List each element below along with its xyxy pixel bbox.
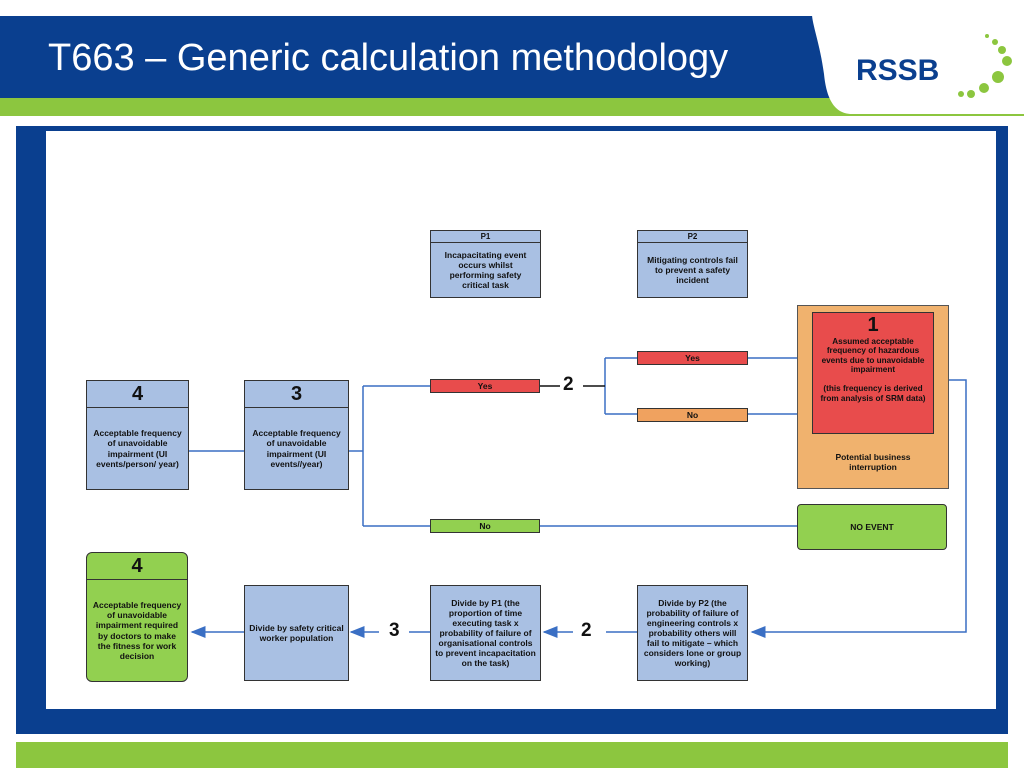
footer-accent-bar (16, 742, 1008, 768)
box1-number: 1 (867, 314, 879, 336)
p1-box: P1 Incapacitating event occurs whilst pe… (430, 230, 541, 298)
box4-bottom-number: 4 (87, 553, 187, 580)
p2-body: Mitigating controls fail to prevent a sa… (647, 255, 738, 286)
divide-population-box: Divide by safety critical worker populat… (244, 585, 349, 681)
divide-p1-box: Divide by P1 (the proportion of time exe… (430, 585, 541, 681)
box4-top: 4 Acceptable frequency of unavoidable im… (86, 380, 189, 490)
box4-top-number: 4 (87, 381, 188, 408)
rssb-logo: RSSB (812, 14, 1024, 114)
yes-bar-left: Yes (430, 379, 540, 393)
yes-bar-right: Yes (637, 351, 748, 365)
no-event-box: NO EVENT (797, 504, 947, 550)
box1-footer: Potential business interruption (835, 452, 911, 473)
header-accent-bar (0, 98, 1024, 116)
divide-p2-box: Divide by P2 (the probability of failure… (637, 585, 748, 681)
no-event-label: NO EVENT (850, 521, 894, 532)
box3: 3 Acceptable frequency of unavoidable im… (244, 380, 349, 490)
no-bar-right: No (637, 408, 748, 422)
box4-bottom: 4 Acceptable frequency of unavoidable im… (86, 552, 188, 682)
box1-inner: 1 Assumed acceptable frequency of hazard… (812, 312, 934, 434)
box4-bottom-body: Acceptable frequency of unavoidable impa… (92, 600, 182, 661)
box1-container: 1 Assumed acceptable frequency of hazard… (797, 305, 949, 489)
p1-body: Incapacitating event occurs whilst perfo… (444, 250, 527, 291)
no-bar-left: No (430, 519, 540, 533)
logo-text: RSSB (856, 54, 939, 87)
divide-population-text: Divide by safety critical worker populat… (249, 622, 344, 643)
divide-p2-text: Divide by P2 (the probability of failure… (643, 597, 742, 669)
box3-number: 3 (245, 381, 348, 408)
p1-head: P1 (431, 231, 540, 244)
step-3-bottom: 3 (388, 620, 401, 641)
slide-title: T663 – Generic calculation methodology (48, 37, 729, 79)
divide-p1-text: Divide by P1 (the proportion of time exe… (435, 597, 536, 669)
step-2-bottom: 2 (580, 620, 593, 641)
box3-body: Acceptable frequency of unavoidable impa… (252, 428, 341, 469)
box1-body: Assumed acceptable frequency of hazardou… (820, 337, 926, 403)
p2-box: P2 Mitigating controls fail to prevent a… (637, 230, 748, 298)
p2-head: P2 (638, 231, 747, 244)
box4-top-body: Acceptable frequency of unavoidable impa… (93, 428, 182, 469)
step-2-top: 2 (562, 374, 575, 395)
